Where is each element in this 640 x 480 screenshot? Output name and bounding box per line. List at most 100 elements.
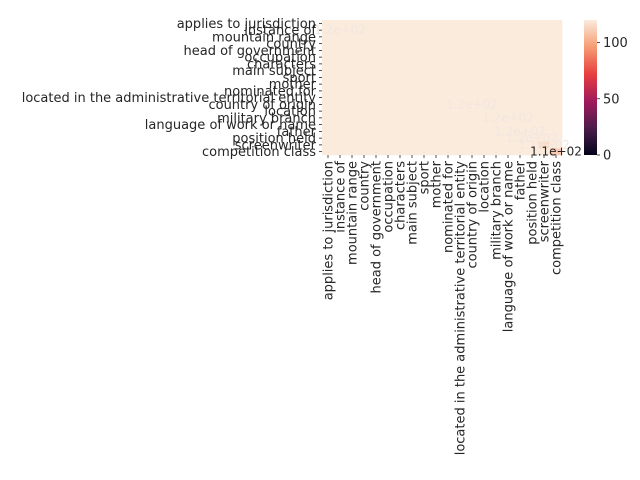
- heatmap-cell: [538, 101, 551, 109]
- heatmap-cell: [478, 47, 491, 55]
- heatmap-cell: [514, 94, 527, 102]
- heatmap-cell: [442, 128, 455, 136]
- heatmap-cell: [430, 148, 443, 156]
- heatmap-cell: [442, 87, 455, 95]
- heatmap-cell: [442, 134, 455, 142]
- heatmap-cell: [430, 67, 443, 75]
- heatmap-cell: [514, 121, 527, 129]
- heatmap-cell: [538, 47, 551, 55]
- heatmap-cell: [466, 53, 479, 61]
- heatmap-cell: [430, 26, 443, 34]
- heatmap-cell: [514, 20, 527, 28]
- heatmap-cell: [430, 53, 443, 61]
- heatmap-cell: [430, 87, 443, 95]
- heatmap-cell: [370, 94, 383, 102]
- heatmap-cell: [418, 47, 431, 55]
- heatmap-cell: [334, 53, 347, 61]
- heatmap-cell: [346, 101, 359, 109]
- column-tick-label: sport: [418, 161, 433, 194]
- heatmap-cell: [418, 53, 431, 61]
- row-tick-label: mother: [269, 78, 317, 93]
- heatmap-cell: [478, 33, 491, 41]
- heatmap-cell: [382, 60, 395, 68]
- heatmap-cell: [442, 80, 455, 88]
- row-tick-label: sport: [283, 71, 316, 86]
- heatmap-cell: [370, 80, 383, 88]
- heatmap-cell: [490, 87, 503, 95]
- heatmap-cell: [418, 26, 431, 34]
- heatmap-cell: [322, 33, 335, 41]
- heatmap-cell: [430, 107, 443, 115]
- heatmap-cell: [514, 80, 527, 88]
- heatmap-cell: [358, 47, 371, 55]
- heatmap-cell: [454, 33, 467, 41]
- heatmap-cell: [490, 74, 503, 82]
- heatmap-cell: [370, 141, 383, 149]
- heatmap-cell: [550, 87, 563, 95]
- column-tick-label: language of work or name: [502, 161, 517, 332]
- heatmap-cell: [394, 80, 407, 88]
- heatmap-cell: [358, 107, 371, 115]
- row-tick-label: competition class: [202, 145, 316, 160]
- row-tick-label: country: [266, 37, 316, 52]
- heatmap-cell: [502, 53, 515, 61]
- heatmap-cell: [358, 80, 371, 88]
- column-tick-label: mother: [430, 160, 445, 208]
- heatmap-cell: [538, 33, 551, 41]
- row-tick-label: mountain range: [212, 30, 316, 45]
- heatmap-cell: [394, 128, 407, 136]
- heatmap-cell: [550, 128, 563, 136]
- heatmap-cell: [538, 60, 551, 68]
- heatmap-cell: [514, 141, 527, 149]
- heatmap-cell: [490, 67, 503, 75]
- heatmap-cell: [322, 121, 335, 129]
- heatmap-cell: [514, 107, 527, 115]
- heatmap-cell: [406, 107, 419, 115]
- heatmap-cell: [430, 80, 443, 88]
- heatmap-cell: [466, 47, 479, 55]
- heatmap-cell: [418, 94, 431, 102]
- heatmap-cell: [502, 33, 515, 41]
- heatmap-cell: [454, 60, 467, 68]
- heatmap-cell: [502, 121, 515, 129]
- heatmap-cell: [538, 87, 551, 95]
- heatmap-cell: [550, 134, 563, 142]
- heatmap-cell: [334, 20, 347, 28]
- heatmap-cell: [466, 33, 479, 41]
- column-tick-label: location: [478, 161, 493, 213]
- column-tick-label: father: [514, 160, 529, 200]
- heatmap-cell: [538, 53, 551, 61]
- heatmap-cell: [346, 121, 359, 129]
- heatmap-cell: [502, 87, 515, 95]
- heatmap-cell: [370, 53, 383, 61]
- heatmap-cell: [526, 121, 539, 129]
- heatmap-cell: [334, 87, 347, 95]
- heatmap-cell: [550, 107, 563, 115]
- column-tick-label: located in the administrative territoria…: [454, 161, 469, 456]
- heatmap-cell: [430, 121, 443, 129]
- heatmap-cell: [322, 148, 335, 156]
- heatmap-cell: [382, 114, 395, 122]
- heatmap-cell: [478, 67, 491, 75]
- row-tick-label: military branch: [217, 111, 316, 126]
- heatmap-cell: [370, 26, 383, 34]
- heatmap-cell: [490, 134, 503, 142]
- heatmap-cells: [322, 20, 563, 156]
- heatmap-cell: [358, 101, 371, 109]
- heatmap-cell: [514, 87, 527, 95]
- heatmap-cell: [478, 134, 491, 142]
- heatmap-cell: [382, 67, 395, 75]
- heatmap-cell: [526, 101, 539, 109]
- heatmap-cell: [322, 141, 335, 149]
- heatmap-cell: [466, 101, 479, 109]
- heatmap-cell: [394, 87, 407, 95]
- heatmap-cell: [382, 20, 395, 28]
- heatmap-cell: [526, 128, 539, 136]
- heatmap-cell: [418, 74, 431, 82]
- heatmap-cell: [346, 148, 359, 156]
- heatmap-cell: [502, 148, 515, 156]
- heatmap-cell: [418, 80, 431, 88]
- heatmap-cell: [334, 26, 347, 34]
- heatmap-cell: [334, 128, 347, 136]
